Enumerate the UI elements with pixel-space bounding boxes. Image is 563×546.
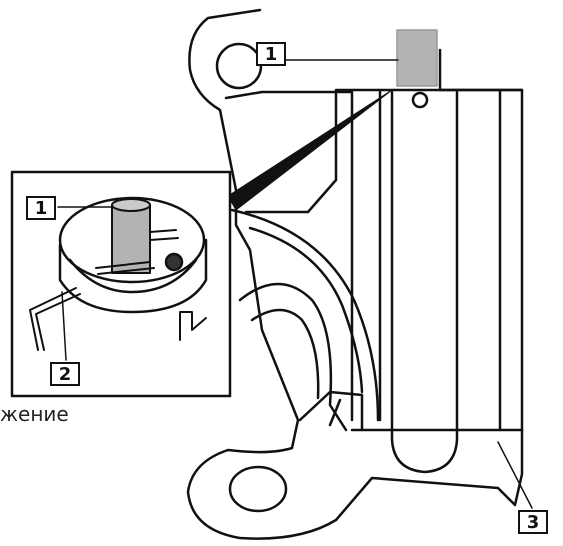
inset-leader-2 [61, 291, 67, 361]
upper-plate-edge [224, 90, 338, 214]
callout-2: 2 [50, 362, 80, 386]
callout-1-top: 1 [256, 42, 286, 66]
cropped-caption-text: жение [0, 402, 69, 426]
upper-plate-inner-edge [336, 90, 354, 422]
inset-housing-top [58, 196, 206, 284]
leader-line-3 [497, 441, 533, 509]
callout-3: 3 [518, 510, 548, 534]
curved-arm-outer [230, 208, 380, 422]
zoom-wedge [227, 89, 393, 211]
inset-spring-clip [95, 229, 179, 275]
inset-ball [164, 252, 184, 272]
bracket-outline [186, 8, 524, 540]
lower-eye-hole [228, 465, 288, 513]
curved-arm-inner-2 [250, 308, 320, 400]
upper-eye-hole [215, 42, 263, 90]
curved-arm-mid [248, 226, 364, 394]
inset-housing-rim [68, 258, 198, 294]
lower-bracket-edge [298, 390, 364, 432]
callout-1-inset: 1 [26, 196, 56, 220]
inset-hex-key [29, 287, 81, 351]
inset-pin-top [111, 198, 151, 212]
top-pin [396, 29, 438, 87]
cylinder-body [378, 90, 459, 474]
cylinder-top-hole [411, 91, 429, 109]
inset-housing-body [58, 238, 208, 314]
curved-arm-inner [238, 282, 348, 432]
inset-support [179, 311, 207, 341]
inset-drawing [29, 196, 208, 361]
